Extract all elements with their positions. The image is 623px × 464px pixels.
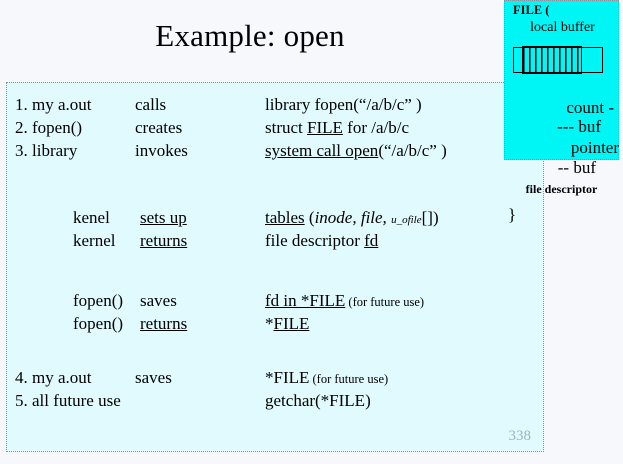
text-segment: tables	[265, 208, 305, 227]
buf-dashes-label: --- buf	[557, 117, 601, 136]
local-buffer-label: local buffer	[530, 20, 595, 35]
step-verb: calls	[135, 95, 167, 114]
step-row: 1. my a.out calls library fopen(“/a/b/c” )	[7, 95, 543, 118]
text-segment: (	[304, 208, 315, 227]
step-verb: sets up	[140, 208, 187, 228]
file-struct-label: FILE (	[513, 3, 550, 17]
closing-brace: }	[508, 205, 517, 224]
step-actor: fopen()	[73, 314, 124, 333]
step-actor: 3. library	[15, 141, 78, 160]
text-segment: for /a/b/c	[342, 118, 410, 137]
step-object: fd in *FILE (for future use)	[265, 291, 424, 311]
steps-list: 1. my a.out calls library fopen(“/a/b/c” )…	[7, 83, 543, 451]
step-verb: returns	[140, 314, 187, 334]
text-segment: FILE	[273, 314, 310, 333]
buf-dashes-second-label: -- buf	[557, 158, 596, 177]
step-object: getchar(*FILE)	[265, 391, 371, 411]
text-segment: *	[265, 314, 274, 333]
step-object: system call open(“/a/b/c” )	[265, 141, 447, 161]
text-segment: getchar(*FILE)	[265, 391, 371, 410]
text-segment: file descriptor	[265, 231, 365, 250]
text-segment: sets up	[140, 208, 187, 227]
step-row: 4. my a.out saves *FILE (for future use)	[7, 368, 543, 391]
step-row: fopen() saves fd in *FILE (for future use)	[7, 291, 543, 314]
step-actor: 1. my a.out	[15, 95, 92, 114]
text-segment: library fopen(“/a/b/c” )	[265, 95, 422, 114]
step-actor: 2. fopen()	[15, 118, 83, 137]
text-segment: (for future use)	[309, 372, 389, 386]
step-verb: saves	[140, 291, 177, 310]
step-row: 5. all future use getchar(*FILE)	[7, 391, 543, 414]
step-row: kernel returns file descriptor fd	[7, 231, 543, 254]
text-segment: struct	[265, 118, 308, 137]
step-verb: saves	[135, 368, 172, 387]
buf-pointer-label: pointer	[570, 138, 619, 157]
content-panel: 1. my a.out calls library fopen(“/a/b/c” )…	[6, 82, 544, 452]
text-segment: u_ofile	[391, 214, 422, 226]
step-actor: kernel	[73, 231, 116, 250]
step-verb: invokes	[135, 141, 188, 160]
step-row: 3. library invokes system call open(“/a/b/…	[7, 141, 543, 164]
page-title: Example: open	[155, 18, 345, 53]
file-descriptor-label: file descriptor	[525, 182, 598, 196]
text-segment: (for future use)	[345, 295, 425, 309]
step-verb: creates	[135, 118, 183, 137]
text-segment: returns	[140, 314, 188, 333]
step-object: struct FILE for /a/b/c	[265, 118, 409, 138]
count-field-label: count -	[566, 98, 614, 117]
step-object: tables (inode, file, u_ofile[])	[265, 208, 439, 228]
step-actor: 4. my a.out	[15, 368, 92, 387]
text-segment: fd	[364, 231, 379, 250]
step-object: *FILE (for future use)	[265, 368, 388, 388]
text-segment: [])	[421, 208, 439, 227]
step-verb: returns	[140, 231, 187, 251]
step-actor: 5. all future use	[15, 391, 121, 410]
step-object: *FILE	[265, 314, 309, 334]
text-segment: *FILE	[265, 368, 310, 387]
step-actor: fopen()	[73, 291, 124, 310]
step-row: kenel sets up tables (inode, file, u_ofile…	[7, 208, 543, 231]
step-row: 2. fopen() creates struct FILE for /a/b/c	[7, 118, 543, 141]
text-segment: FILE	[307, 118, 343, 137]
text-segment: returns	[140, 231, 188, 250]
step-object: file descriptor fd	[265, 231, 378, 251]
step-actor: kenel	[73, 208, 110, 227]
text-segment: fd in *FILE	[265, 291, 346, 310]
text-segment: system call open	[265, 141, 379, 160]
page-number: 338	[508, 428, 532, 444]
text-segment: (“/a/b/c” )	[378, 141, 447, 160]
step-object: library fopen(“/a/b/c” )	[265, 95, 422, 115]
buffer-hatched-fill-icon	[522, 46, 582, 74]
text-segment: inode, file,	[314, 208, 387, 227]
step-row: fopen() returns *FILE	[7, 314, 543, 337]
file-struct-callout: FILE ( local buffer count - --- buf	[504, 0, 619, 160]
